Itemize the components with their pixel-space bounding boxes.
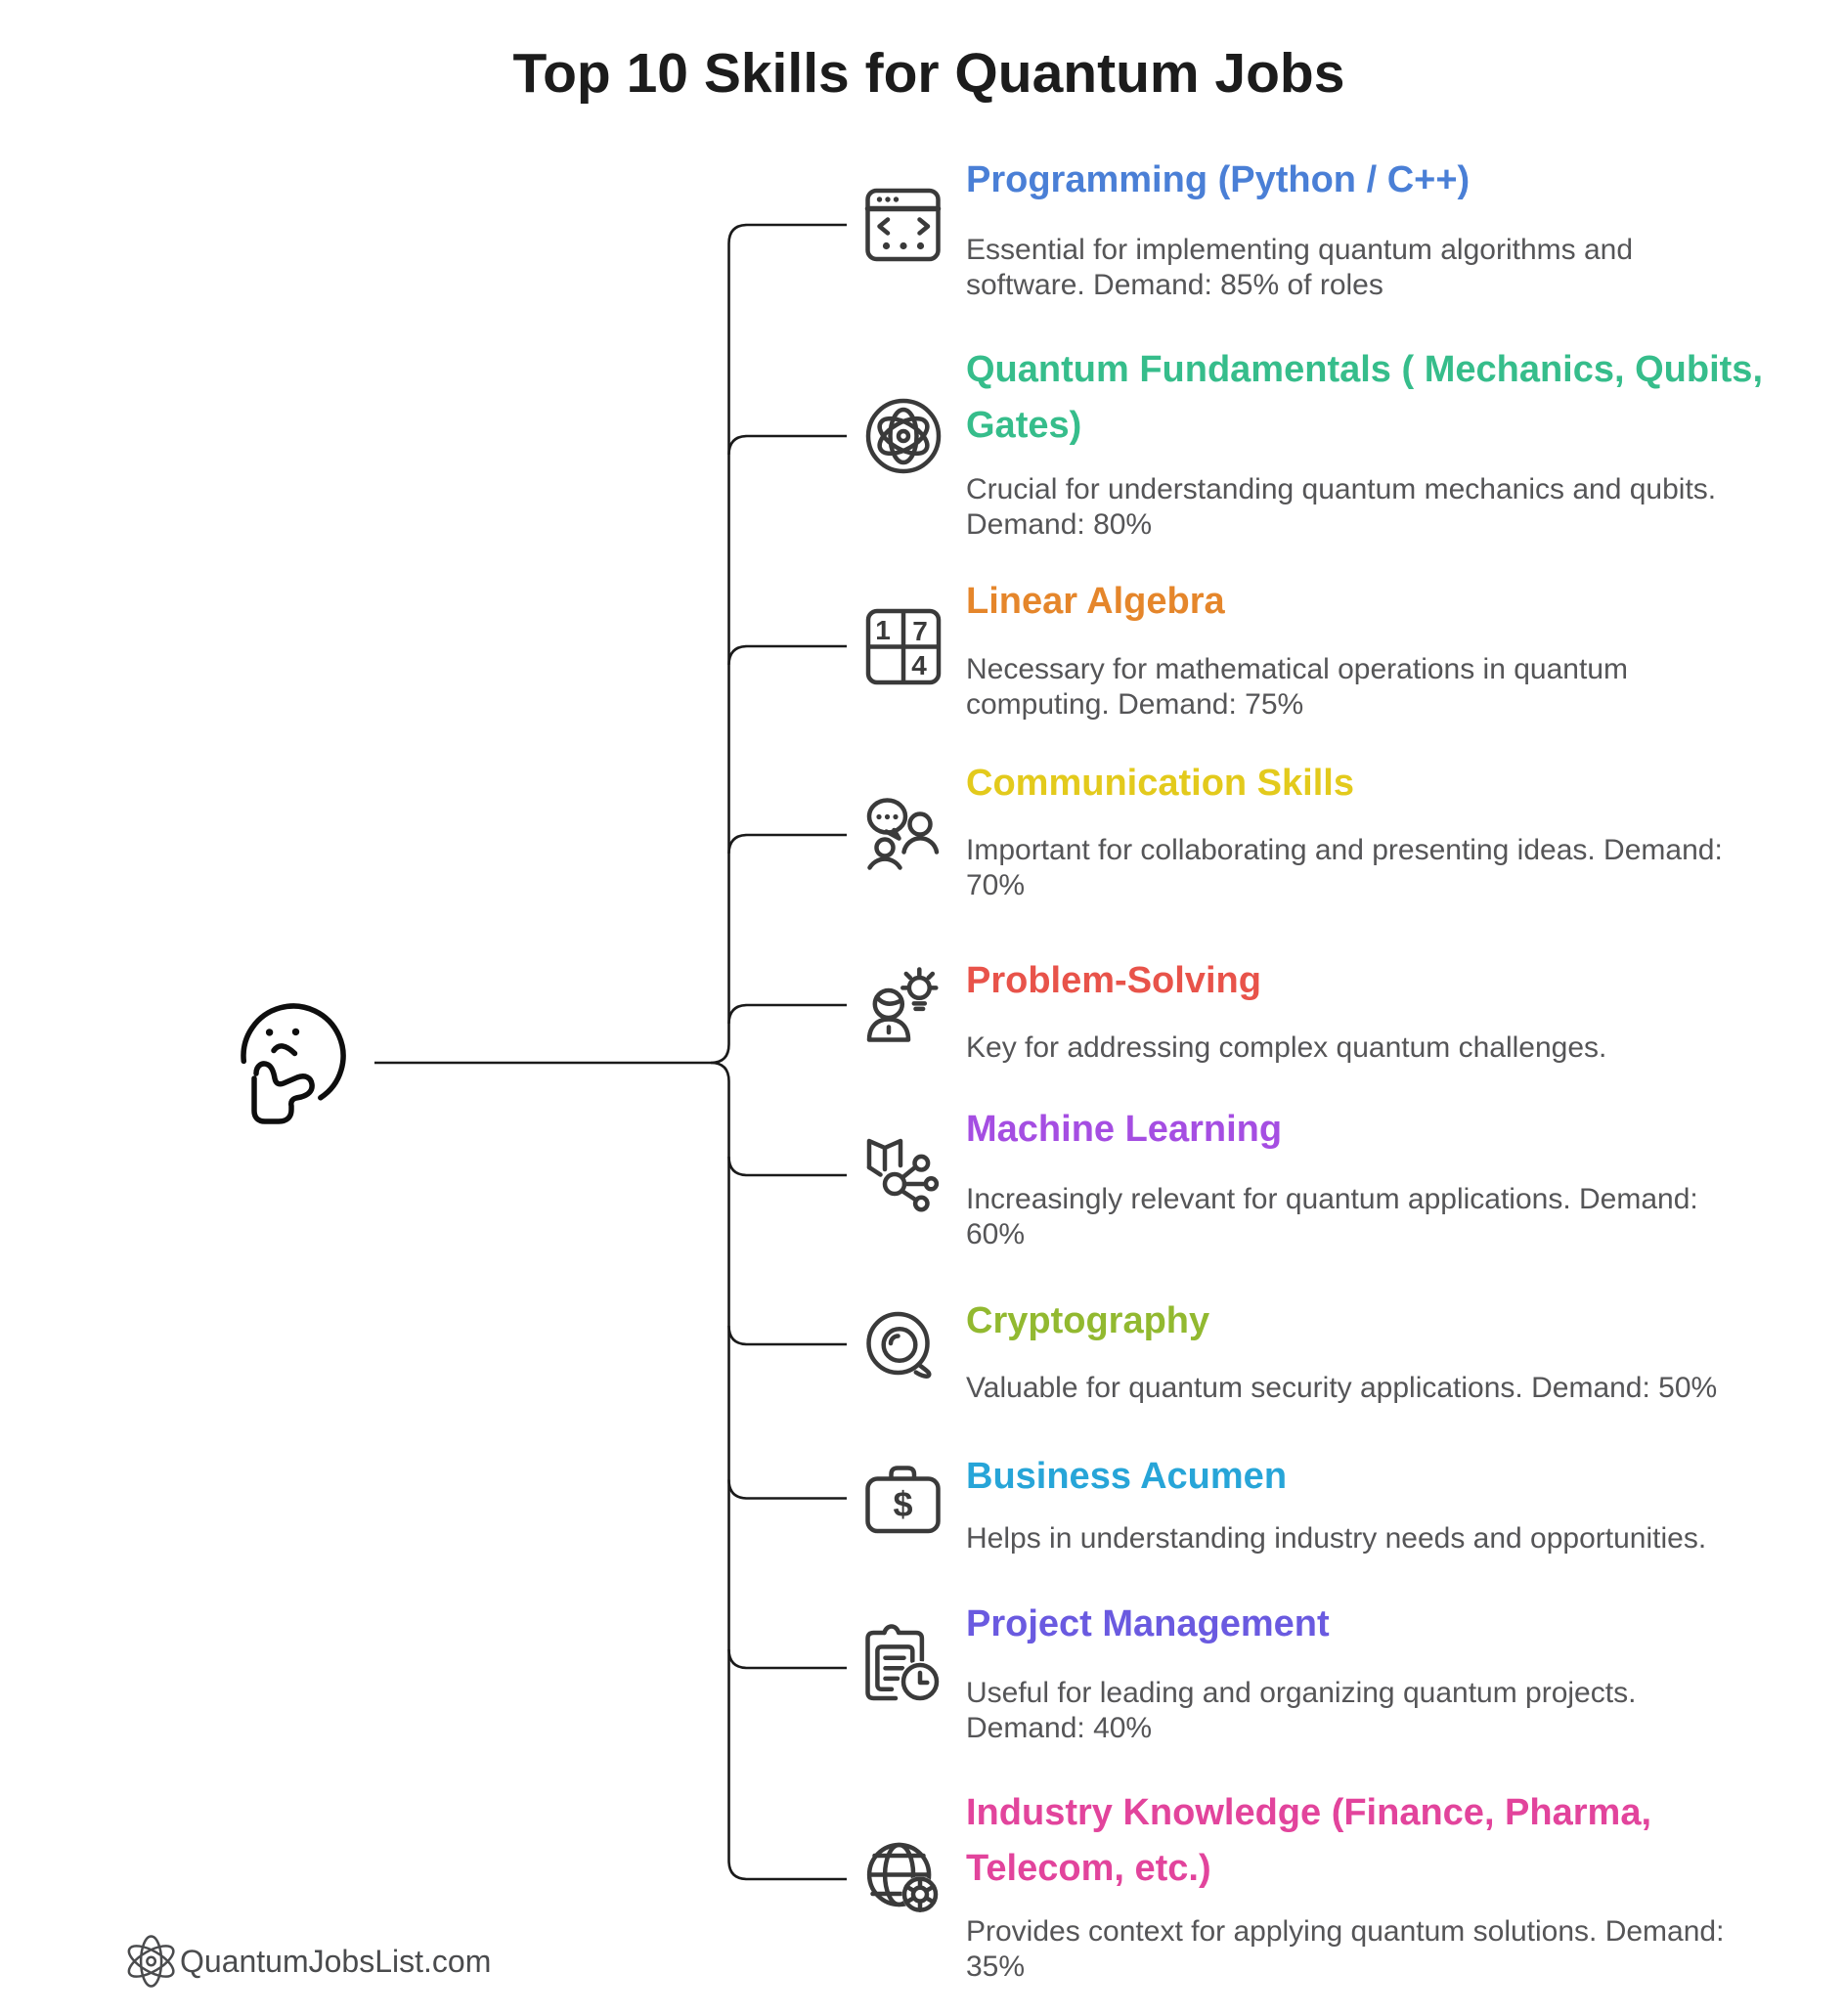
svg-text:4: 4 [911,650,927,680]
svg-text:1: 1 [875,615,891,645]
svg-text:$: $ [893,1484,912,1524]
svg-text:7: 7 [912,616,928,646]
